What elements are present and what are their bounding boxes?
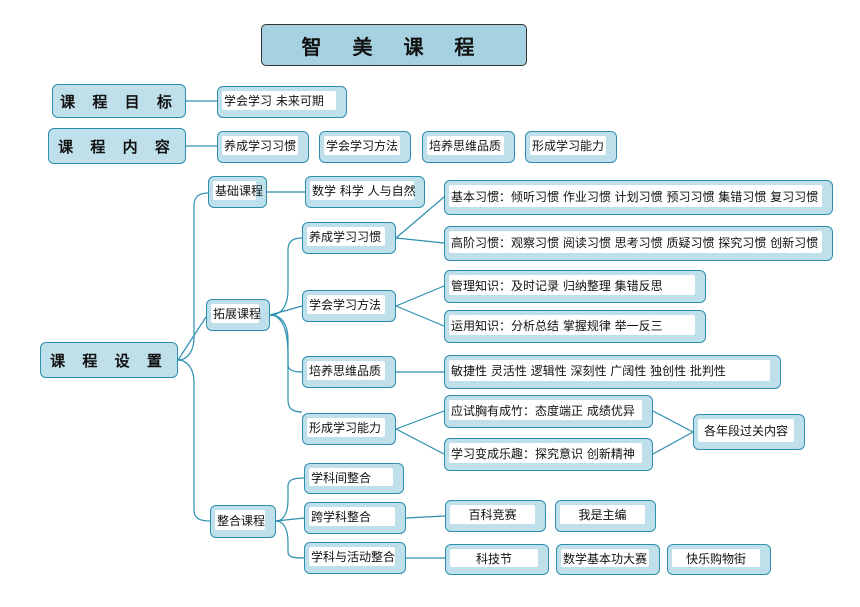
method-manage-item: 管理知识：及时记录 归纳整理 集错反思 (444, 270, 706, 303)
connector-extend-habit (269, 237, 303, 316)
connector-extend-ability (269, 314, 303, 413)
cross-subject-item: 百科竞赛 (445, 500, 546, 532)
ability-fun-item: 学习变成乐趣：探究意识 创新精神 (444, 438, 653, 471)
ability-exam-item: 应试胸有成竹：态度端正 成绩优异 (444, 395, 653, 428)
cross-subject-item: 我是主编 (555, 500, 656, 532)
basic-course-node: 基础课程 (208, 176, 267, 208)
activity-item: 数学基本功大赛 (556, 544, 660, 575)
activity-item: 快乐购物街 (667, 544, 771, 575)
connector-exam-grade (652, 410, 694, 433)
method-node: 学会学习方法 (302, 290, 396, 322)
connector-setup-extend (177, 316, 207, 361)
connector-integrate-inter (275, 477, 305, 522)
connector-integrate-activity (275, 520, 305, 559)
connector-integrate-cross (275, 517, 305, 522)
cross-subject-node: 跨学科整合 (304, 502, 406, 534)
setup-label: 课 程 设 置 (50, 351, 168, 370)
connector-habit-advanced (395, 237, 445, 244)
method-apply-item: 运用知识：分析总结 掌握规律 举一反三 (444, 310, 706, 343)
goal-item: 学会学习 未来可期 (217, 86, 347, 118)
basic-course-item: 数学 科学 人与自然 (305, 176, 425, 208)
page-title: 智 美 课 程 (261, 24, 527, 66)
integrate-course-node: 整合课程 (210, 505, 276, 538)
connector-method-manage (395, 285, 445, 307)
content-item: 养成学习习惯 (217, 131, 309, 163)
content-item: 学会学习方法 (319, 131, 411, 163)
extend-course-node: 拓展课程 (206, 299, 270, 331)
habit-basic-item: 基本习惯：倾听习惯 作业习惯 计划习惯 预习习惯 集错习惯 复习习惯 (444, 180, 833, 215)
connector-ability-fun (395, 428, 445, 455)
content-label: 课 程 内 容 (58, 137, 176, 156)
connector-cross-items (405, 515, 446, 519)
connector-ability-exam (395, 410, 445, 430)
thinking-node: 培养思维品质 (302, 356, 396, 388)
connector-extend-method (269, 305, 303, 316)
content-item: 培养思维品质 (422, 131, 515, 163)
goal-label: 课 程 目 标 (60, 92, 178, 111)
goal-node: 课 程 目 标 (52, 84, 186, 118)
activity-item: 科技节 (445, 544, 549, 575)
activity-integrate-node: 学科与活动整合 (304, 542, 406, 574)
connector-setup-basic (177, 192, 209, 361)
grade-content-item: 各年段过关内容 (693, 414, 805, 450)
connector-setup-integrate (177, 359, 211, 522)
connector-fun-grade (652, 431, 694, 455)
setup-node: 课 程 设 置 (40, 342, 178, 378)
ability-node: 形成学习能力 (302, 413, 396, 445)
connector-habit-basic (395, 196, 445, 239)
content-item: 形成学习能力 (525, 131, 617, 163)
content-node: 课 程 内 容 (48, 128, 186, 164)
connector-method-apply (395, 305, 445, 327)
connector-extend-thinking (269, 314, 303, 373)
thinking-items: 敏捷性 灵活性 逻辑性 深刻性 广阔性 独创性 批判性 (444, 355, 781, 389)
inter-subject-node: 学科间整合 (304, 463, 404, 494)
habit-node: 养成学习习惯 (302, 222, 396, 254)
habit-advanced-item: 高阶习惯：观察习惯 阅读习惯 思考习惯 质疑习惯 探究习惯 创新习惯 (444, 226, 833, 261)
